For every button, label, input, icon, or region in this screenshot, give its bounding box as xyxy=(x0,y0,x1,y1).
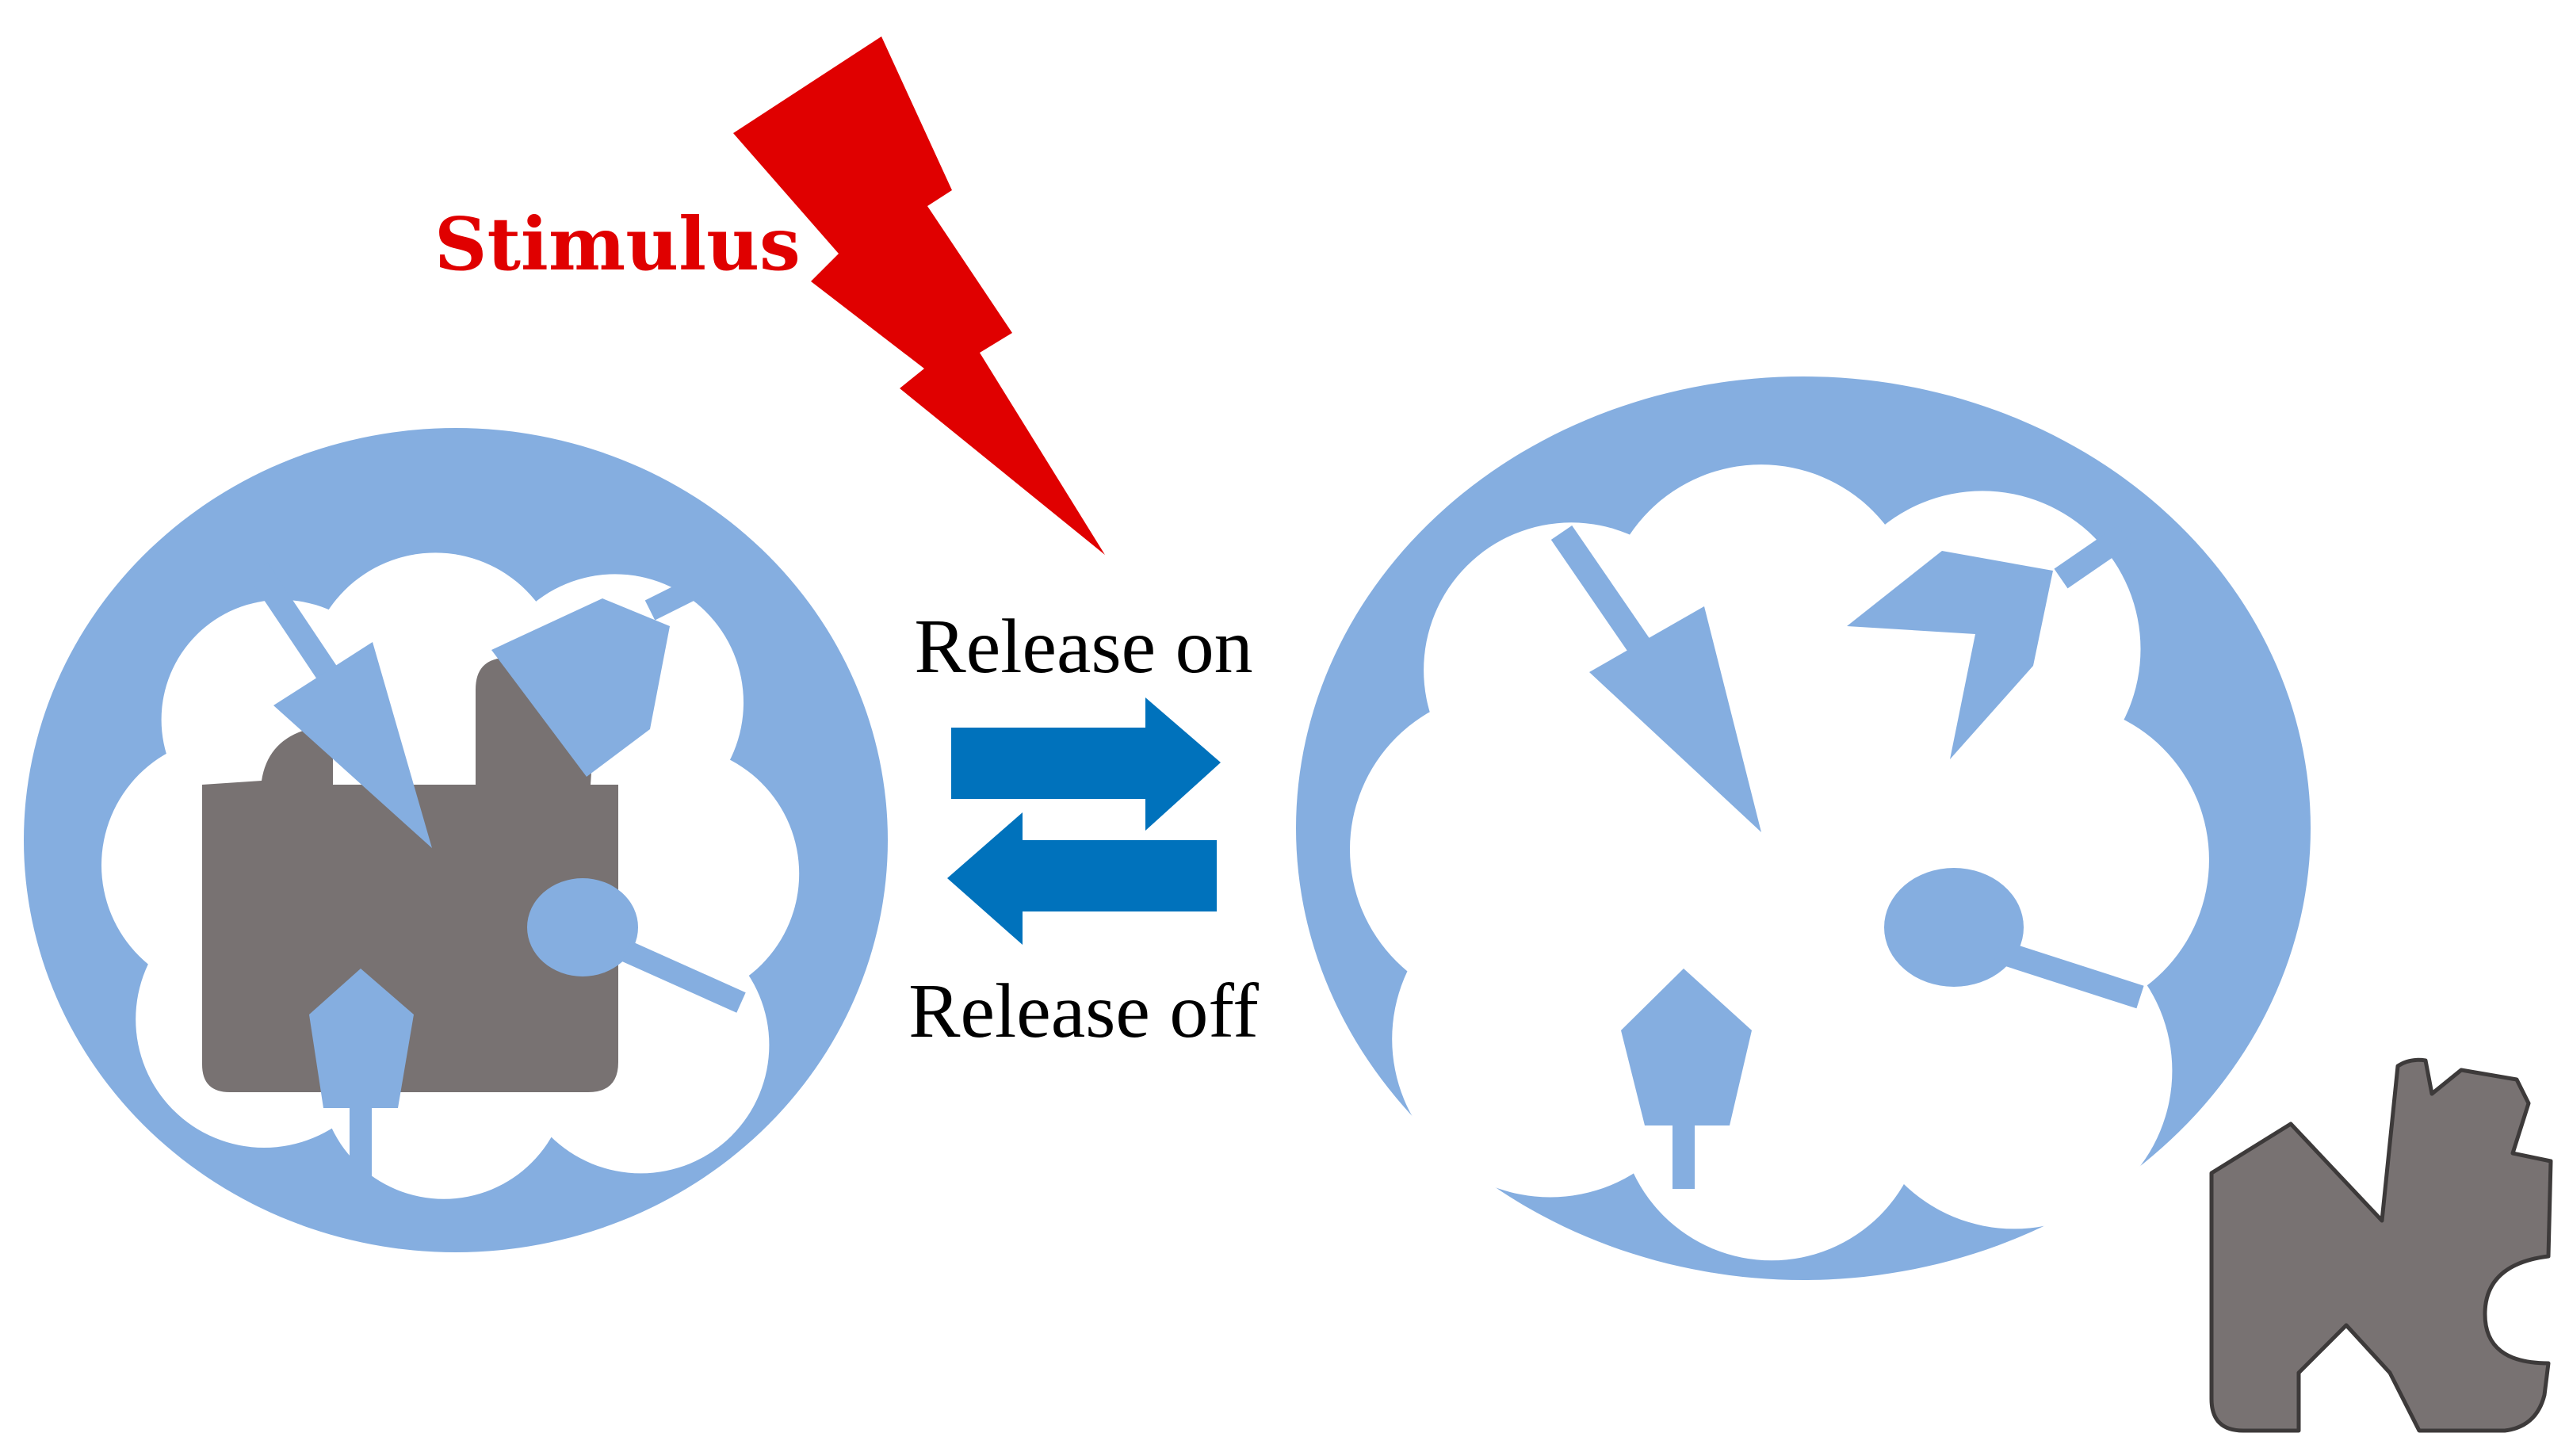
released-carrier xyxy=(1296,376,2311,1280)
receptor-spikes xyxy=(247,560,746,1213)
equilibrium-arrows xyxy=(947,697,1221,945)
stimulus-lightning-icon xyxy=(733,36,1105,555)
stimulus-label: Stimulus xyxy=(434,201,801,287)
released-payload xyxy=(2209,1057,2553,1433)
release-on-arrow xyxy=(951,697,1221,831)
loaded-carrier xyxy=(24,428,888,1252)
release-off-arrow xyxy=(947,812,1217,945)
release-on-label: Release on xyxy=(914,604,1252,690)
carrier-cavity xyxy=(1350,464,2209,1261)
release-off-label: Release off xyxy=(908,969,1259,1054)
receptor-spikes xyxy=(1550,525,2144,1189)
